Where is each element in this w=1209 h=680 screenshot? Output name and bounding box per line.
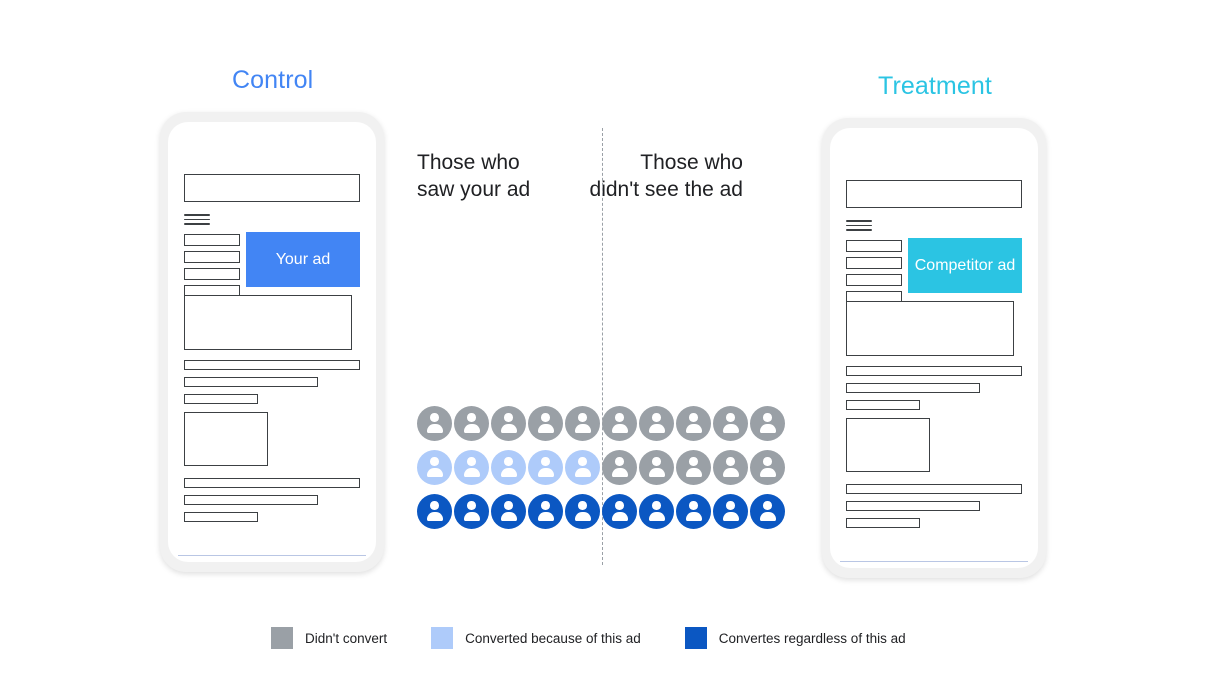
person-icon (638, 406, 675, 443)
wireframe-line-3 (184, 394, 258, 404)
wireframe-link-2 (846, 257, 902, 269)
wireframe-line-6 (846, 518, 920, 528)
wireframe-link-1 (184, 234, 240, 246)
phone-screen-baseline (178, 555, 366, 556)
person-icon (416, 406, 453, 443)
person-icon (712, 494, 749, 531)
person-icon (490, 494, 527, 531)
wireframe-line-4 (184, 478, 360, 488)
wireframe-link-2 (184, 251, 240, 263)
legend-item: Converted because of this ad (431, 627, 641, 649)
people-row (416, 494, 786, 538)
person-icon (527, 406, 564, 443)
wireframe-control: Your ad (168, 122, 376, 562)
people-row (416, 450, 786, 494)
person-icon (638, 494, 675, 531)
wireframe-link-1 (846, 240, 902, 252)
treatment-column-title: Treatment (878, 72, 992, 100)
wireframe-link-3 (846, 274, 902, 286)
legend-swatch-dark-blue (684, 627, 707, 649)
person-icon (675, 494, 712, 531)
wireframe-line-1 (184, 360, 360, 370)
people-pictograph (416, 406, 786, 538)
legend-swatch-gray (271, 627, 293, 649)
legend-label: Converted because of this ad (465, 630, 641, 646)
person-icon (601, 450, 638, 487)
person-icon (416, 494, 453, 531)
person-icon (675, 406, 712, 443)
wireframe-line-6 (184, 512, 258, 522)
caption-didnt-see-ad: Those who didn't see the ad (589, 151, 743, 201)
person-icon (453, 494, 490, 531)
person-icon (564, 450, 601, 487)
person-icon (601, 406, 638, 443)
person-icon (490, 406, 527, 443)
wireframe-line-2 (184, 377, 318, 387)
phone-screen-control: Your ad (168, 122, 376, 562)
person-icon (453, 406, 490, 443)
wireframe-image-placeholder (846, 418, 930, 472)
legend: Didn't convert Converted because of this … (271, 627, 950, 649)
wireframe-link-3 (184, 268, 240, 280)
phone-mockup-treatment: Competitor ad (822, 118, 1046, 578)
legend-swatch-light-blue (431, 627, 454, 649)
person-icon (490, 450, 527, 487)
legend-item: Convertes regardless of this ad (684, 627, 906, 649)
wireframe-treatment: Competitor ad (830, 128, 1038, 568)
person-icon (749, 494, 786, 531)
hamburger-menu-icon (184, 214, 210, 228)
legend-label: Didn't convert (305, 630, 388, 646)
person-icon (564, 494, 601, 531)
wireframe-search-bar (846, 180, 1022, 208)
person-icon (527, 494, 564, 531)
person-icon (453, 450, 490, 487)
person-icon (416, 450, 453, 487)
person-icon (638, 450, 675, 487)
wireframe-line-4 (846, 484, 1022, 494)
control-column-title: Control (232, 66, 314, 94)
phone-screen-baseline (840, 561, 1028, 562)
person-icon (712, 406, 749, 443)
wireframe-content-block-1 (184, 295, 352, 350)
hamburger-menu-icon (846, 220, 872, 234)
wireframe-content-block-1 (846, 301, 1014, 356)
wireframe-line-3 (846, 400, 920, 410)
wireframe-line-1 (846, 366, 1022, 376)
wireframe-line-5 (846, 501, 980, 511)
legend-label: Convertes regardless of this ad (718, 630, 906, 646)
wireframe-image-placeholder (184, 412, 268, 466)
wireframe-search-bar (184, 174, 360, 202)
person-icon (675, 450, 712, 487)
person-icon (749, 406, 786, 443)
person-icon (564, 406, 601, 443)
person-icon (712, 450, 749, 487)
competitor-ad-block[interactable]: Competitor ad (908, 238, 1022, 293)
group-divider-line (602, 128, 603, 565)
people-row (416, 406, 786, 450)
person-icon (749, 450, 786, 487)
phone-mockup-control: Your ad (160, 112, 384, 572)
person-icon (527, 450, 564, 487)
wireframe-line-2 (846, 383, 980, 393)
person-icon (601, 494, 638, 531)
wireframe-line-5 (184, 495, 318, 505)
your-ad-block[interactable]: Your ad (246, 232, 360, 287)
legend-item: Didn't convert (271, 627, 387, 649)
phone-screen-treatment: Competitor ad (830, 128, 1038, 568)
caption-saw-ad: Those who saw your ad (417, 151, 531, 201)
